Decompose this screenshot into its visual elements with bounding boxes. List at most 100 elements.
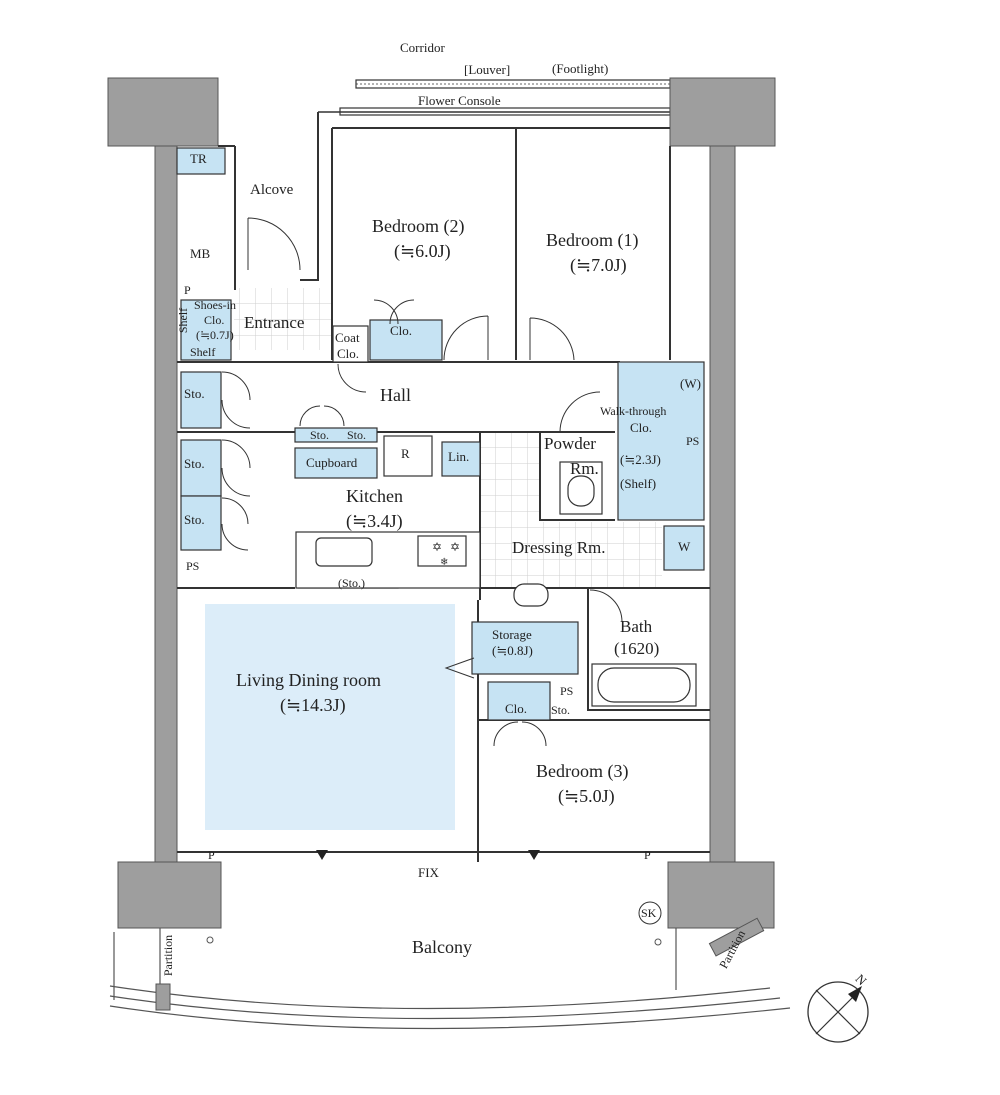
powder-rm-label: Rm. [570, 459, 599, 478]
bedroom2-label: Bedroom (2) [372, 216, 465, 236]
kitchen-label: Kitchen [346, 486, 403, 506]
sto-small-1-label: Sto. [310, 428, 330, 442]
bedroom3-sto-label: Sto. [551, 703, 571, 717]
walk-w-label: (W) [680, 376, 701, 391]
ps-left-label: PS [186, 559, 200, 573]
w-dressing-label: W [678, 539, 691, 554]
bedroom3-label: Bedroom (3) [536, 761, 629, 781]
drain-right [654, 938, 662, 946]
coat-clo-label: Clo. [337, 346, 360, 361]
kitchen-counter: ✡ ✡ ❄ [295, 531, 481, 589]
coat-label: Coat [335, 330, 360, 345]
structural-walls [107, 77, 776, 929]
alcove-label: Alcove [250, 182, 294, 198]
bedroom1-area-label: (≒7.0J) [570, 255, 627, 275]
bath-tub [591, 663, 697, 707]
entrance-tile-floor [234, 288, 332, 350]
footlight-label: (Footlight) [552, 61, 609, 76]
ps-walk-label: PS [686, 434, 700, 448]
coat-closet [332, 325, 369, 363]
cupboard-label: Cupboard [306, 455, 358, 470]
bedroom3-area-label: (≒5.0J) [558, 786, 615, 806]
storage-area-label: (≒0.8J) [492, 643, 533, 658]
refrigerator-space [383, 435, 433, 477]
shelf-vertical-label: Shelf [176, 307, 191, 334]
sto-hall-3 [180, 495, 222, 551]
mb-label: MB [190, 246, 211, 261]
kitchen-sto-label: (Sto.) [338, 576, 365, 590]
wash-basin [513, 583, 549, 607]
shoes-clo-label: Clo. [204, 313, 225, 327]
louver-label: [Louver] [464, 62, 511, 77]
sto-hall-3-label: Sto. [184, 512, 205, 527]
bedroom2-clo-label: Clo. [390, 323, 413, 338]
left-partition-post [155, 983, 171, 1011]
sto-hall-1-label: Sto. [184, 386, 205, 401]
shoes-area-label: (≒0.7J) [196, 328, 234, 342]
storage-room [471, 621, 579, 675]
walk-through-closet [617, 361, 705, 521]
living-dining-label: Living Dining room [236, 670, 381, 690]
svg-text:✡: ✡ [432, 540, 442, 554]
powder-label: Powder [544, 434, 596, 453]
flower-console-label: Flower Console [418, 93, 501, 108]
bedroom3-clo-label: Clo. [505, 701, 528, 716]
north-arrow-icon [807, 981, 869, 1043]
balcony-label: Balcony [412, 937, 472, 957]
tr-closet [176, 147, 226, 175]
walk-area-label: (≒2.3J) [620, 452, 661, 467]
p-left-label: P [208, 848, 215, 862]
entrance-label: Entrance [244, 313, 305, 332]
fix-label: FIX [418, 865, 439, 880]
hall-label: Hall [380, 385, 411, 405]
bedroom3-closet [487, 681, 551, 721]
walk-shelf-label: (Shelf) [620, 476, 657, 491]
sto-hall-2-label: Sto. [184, 456, 205, 471]
p-label-top: P [184, 283, 191, 297]
sk-label: SK [641, 906, 657, 920]
powder-room-toilet [559, 461, 603, 515]
sto-small [294, 427, 378, 443]
bedroom1-label: Bedroom (1) [546, 230, 639, 250]
shelf-label: Shelf [190, 345, 216, 359]
cupboard [294, 447, 378, 479]
bedroom2-closet [369, 319, 443, 361]
bedroom2-area-label: (≒6.0J) [394, 241, 451, 261]
sk-circle [638, 901, 662, 925]
balcony-outline [109, 928, 791, 1030]
p-right-label: P [644, 848, 651, 862]
bath-size-label: (1620) [614, 639, 660, 658]
bath-label: Bath [620, 617, 653, 636]
lin-label: Lin. [448, 449, 470, 464]
linen-closet [441, 441, 481, 477]
living-dining-area-label: (≒14.3J) [280, 695, 346, 715]
partition-left-label: Partition [161, 934, 176, 977]
walk-clo-label: Clo. [630, 420, 653, 435]
right-partition-post [708, 917, 765, 957]
dressing-tile-floor [480, 522, 662, 588]
living-dining-floor [205, 604, 455, 830]
sto-small-2-label: Sto. [347, 428, 367, 442]
svg-text:✡: ✡ [450, 540, 460, 554]
shoes-in-label: Shoes-in [194, 298, 236, 312]
tr-label: TR [190, 151, 207, 166]
window-marker-right [528, 850, 540, 860]
svg-text:❄: ❄ [440, 557, 448, 568]
w-dressing [663, 525, 705, 571]
kitchen-area-label: (≒3.4J) [346, 511, 403, 531]
walk-through-label: Walk-through [600, 404, 667, 418]
storage-units [176, 147, 705, 721]
ps-bed3-label: PS [560, 684, 574, 698]
partition-wedge [444, 657, 475, 679]
refrigerator-label: R [401, 446, 410, 461]
sto-hall-2 [180, 439, 222, 497]
door-swings [221, 217, 623, 747]
interior-walls [177, 112, 710, 862]
dressing-label: Dressing Rm. [512, 538, 606, 557]
storage-label: Storage [492, 627, 532, 642]
shoes-in-closet [180, 299, 232, 361]
sto-hall-1 [180, 371, 222, 429]
window-marker-left [316, 850, 328, 860]
corridor-label: Corridor [400, 40, 445, 55]
